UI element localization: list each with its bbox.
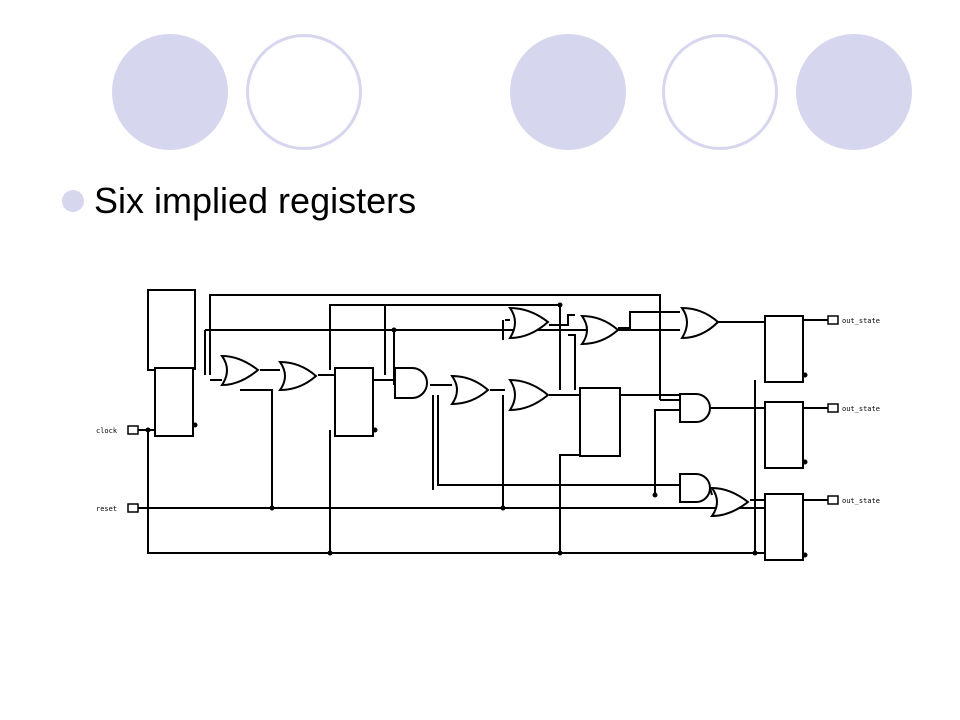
- circuit-schematic: clock reset out_state out_state out_stat…: [96, 289, 880, 561]
- gate-1: [220, 354, 260, 387]
- io-ports: clock reset out_state out_state out_stat…: [96, 315, 880, 513]
- flip-flop-registers: [154, 315, 804, 561]
- bullet-item: Six implied registers: [62, 176, 416, 226]
- output-port-3: out_state: [827, 495, 880, 505]
- logic-gates: [220, 306, 750, 518]
- register-3: [579, 387, 621, 457]
- register-2: [334, 367, 374, 437]
- wires: [136, 289, 828, 554]
- svg-text:clock: clock: [96, 427, 118, 435]
- input-port-reset: reset: [96, 503, 139, 513]
- gate-4: [450, 374, 490, 406]
- register-4: [764, 315, 804, 383]
- svg-text:out_state: out_state: [842, 497, 880, 505]
- junction-dots: [145, 302, 808, 558]
- gate-10: [679, 473, 711, 503]
- gate-9: [679, 393, 711, 423]
- decorative-circle-filled-1: [112, 34, 228, 150]
- svg-text:reset: reset: [96, 505, 117, 513]
- svg-text:out_state: out_state: [842, 317, 880, 325]
- register-6: [764, 493, 804, 561]
- gate-11: [710, 486, 750, 518]
- bullet-dot-icon: [62, 190, 84, 212]
- bullet-text: Six implied registers: [94, 180, 417, 221]
- svg-text:out_state: out_state: [842, 405, 880, 413]
- gate-5: [508, 306, 550, 340]
- output-port-1: out_state: [827, 315, 880, 325]
- gate-2: [278, 360, 318, 392]
- gate-6: [508, 378, 550, 412]
- decorative-circle-filled-2: [510, 34, 626, 150]
- gate-3: [394, 367, 428, 399]
- decorative-circle-filled-3: [796, 34, 912, 150]
- decorative-circle-ring-2: [662, 34, 778, 150]
- decorative-circle-ring-1: [246, 34, 362, 150]
- input-port-clock: clock: [96, 425, 139, 435]
- register-5: [764, 401, 804, 469]
- gate-8: [680, 306, 720, 340]
- register-1: [154, 367, 194, 437]
- gate-7: [580, 314, 620, 346]
- output-port-2: out_state: [827, 403, 880, 413]
